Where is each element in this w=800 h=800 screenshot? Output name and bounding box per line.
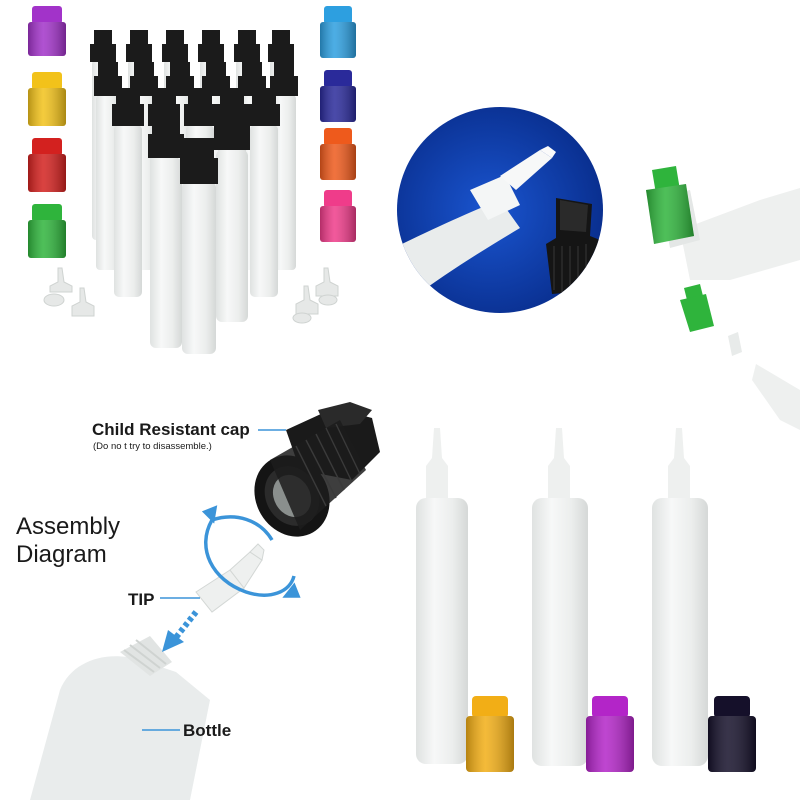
yellow-cap-icon xyxy=(28,72,66,126)
green-cap-small-icon xyxy=(680,284,714,332)
callout-lines xyxy=(142,429,286,731)
green-cap-large-icon xyxy=(646,166,694,244)
assembly-heading-line1: Assembly xyxy=(16,513,121,540)
bottle-yellow-set xyxy=(416,428,514,772)
bottle-array xyxy=(90,30,298,354)
tip-label: TIP xyxy=(128,590,155,609)
orange-cap-icon xyxy=(320,128,356,180)
dropper-tips-left xyxy=(43,267,95,317)
red-cap-icon xyxy=(28,138,66,192)
purple-cap-icon xyxy=(28,6,66,56)
bottle-part xyxy=(30,636,210,800)
bottle-purple-set xyxy=(532,428,634,772)
assembly-diagram xyxy=(30,402,380,800)
black-cap-bottom-icon xyxy=(708,696,756,772)
bottle-black-set xyxy=(652,428,756,772)
insert-arrow-icon xyxy=(162,610,199,652)
cap-title-label: Child Resistant cap xyxy=(92,420,250,439)
green-cap-demo xyxy=(646,166,800,430)
green-cap-icon xyxy=(28,204,66,258)
color-caps-left xyxy=(28,6,95,317)
bottle-label: Bottle xyxy=(183,721,232,740)
rotation-arrow-icon xyxy=(201,505,301,598)
color-caps-right xyxy=(292,6,356,324)
cap-note-label: (Do no t try to disassemble.) xyxy=(93,441,212,452)
purple-cap-bottom-icon xyxy=(586,696,634,772)
navy-cap-icon xyxy=(320,70,356,122)
dropper-tips-right xyxy=(292,267,339,324)
tip-part xyxy=(195,543,265,613)
yellow-cap-bottom-icon xyxy=(466,696,514,772)
pink-cap-icon xyxy=(320,190,356,242)
assembly-heading-line2: Diagram xyxy=(16,541,107,568)
child-resistant-cap-icon xyxy=(254,402,380,537)
blue-cap-icon xyxy=(320,6,356,58)
closeup-photo xyxy=(397,107,603,313)
three-bottles xyxy=(416,428,756,772)
bottle-row-front xyxy=(148,108,250,354)
